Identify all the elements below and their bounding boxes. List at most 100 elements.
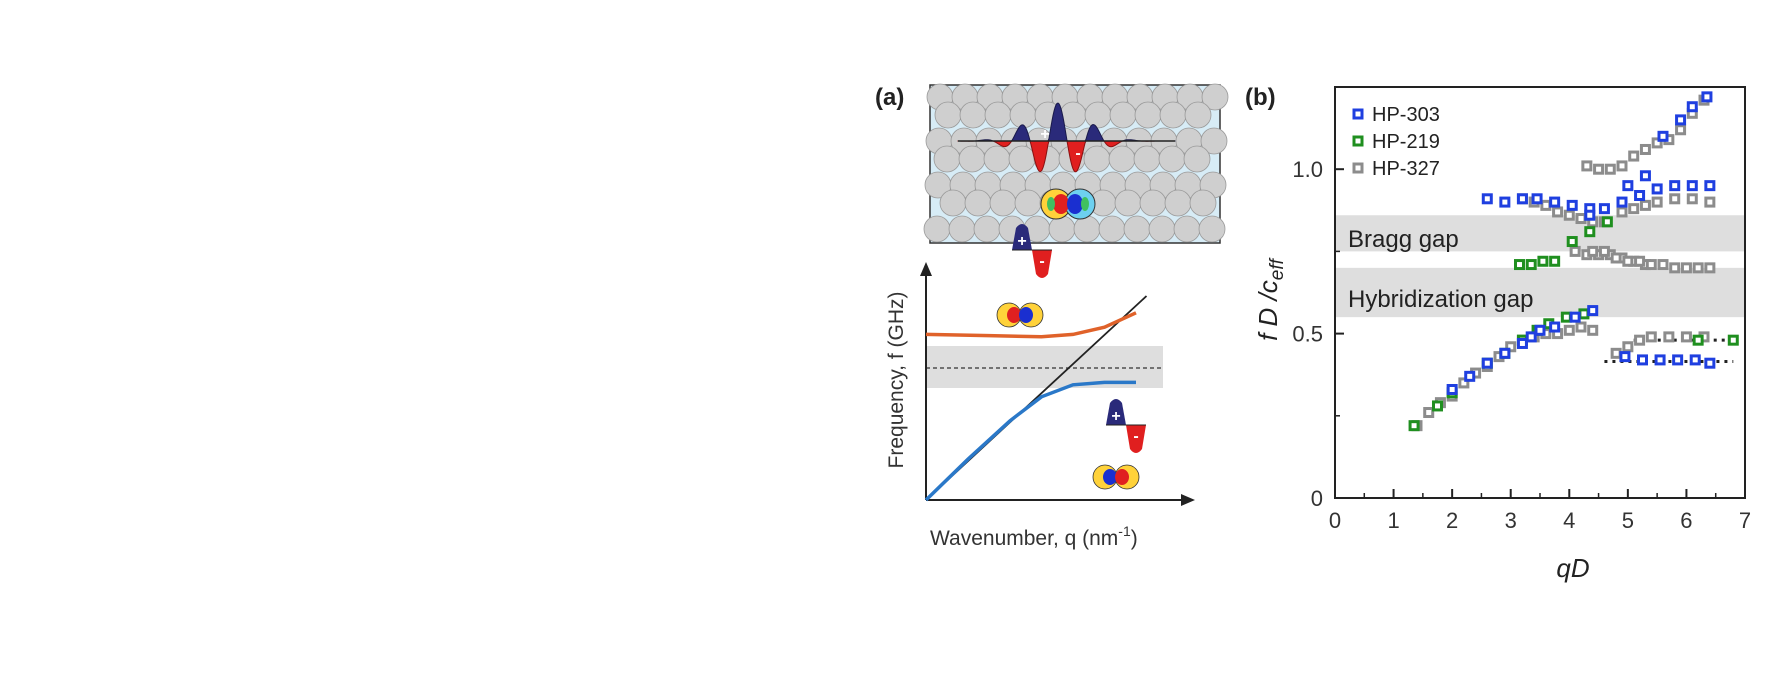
schematic-lower-branch	[924, 380, 1136, 502]
bragg-gap-label: Bragg gap	[1348, 226, 1459, 253]
point-inner	[1631, 206, 1637, 212]
point-inner	[1631, 258, 1637, 264]
schematic-y-label: Frequency, f (GHz)	[885, 292, 908, 469]
point-inner	[1701, 334, 1707, 340]
point-inner	[1666, 137, 1672, 143]
point-inner	[1563, 314, 1569, 320]
point-inner	[1613, 255, 1619, 261]
point-inner	[1648, 334, 1654, 340]
lower-mode-minus: -	[1133, 428, 1138, 445]
point-inner	[1584, 163, 1590, 169]
point-inner	[1625, 183, 1631, 189]
upper-mode-minus: -	[1039, 253, 1044, 270]
x-tick-label: 5	[1622, 508, 1634, 533]
point-inner	[1540, 258, 1546, 264]
point-inner	[1625, 258, 1631, 264]
point-inner	[1619, 209, 1625, 215]
wave-minus-sign: -	[1075, 145, 1080, 162]
point-inner	[1543, 202, 1549, 208]
point-inner	[1672, 265, 1678, 271]
point-inner	[1631, 153, 1637, 159]
point-inner	[1619, 163, 1625, 169]
legend-marker-inner	[1355, 111, 1361, 117]
point-inner	[1654, 140, 1660, 146]
y-tick-label: 0	[1311, 486, 1323, 511]
point-inner	[1666, 334, 1672, 340]
lower-mode-icon: + -	[1092, 399, 1146, 490]
particle-cloud	[923, 83, 1229, 243]
point-inner	[1657, 357, 1663, 363]
point-inner	[1528, 334, 1534, 340]
point-inner	[1584, 252, 1590, 258]
point-inner	[1707, 183, 1713, 189]
point-inner	[1467, 373, 1473, 379]
panel-a-label: (a)	[875, 84, 904, 111]
point-inner	[1637, 193, 1643, 199]
schematic-x-label: Wavenumber, q (nm-1)	[930, 523, 1138, 550]
upper-mode-icon: + -	[996, 224, 1052, 328]
point-inner	[1502, 199, 1508, 205]
point-inner	[1552, 258, 1558, 264]
point-inner	[1695, 265, 1701, 271]
point-inner	[1601, 248, 1607, 254]
point-inner	[1704, 94, 1710, 100]
point-inner	[1692, 357, 1698, 363]
point-inner	[1648, 262, 1654, 268]
point-inner	[1435, 403, 1440, 409]
point-inner	[1642, 262, 1648, 268]
point-inner	[1473, 370, 1479, 376]
x-tick-label: 3	[1505, 508, 1517, 533]
point-inner	[1569, 239, 1575, 245]
y-tick-label: 1.0	[1292, 157, 1323, 182]
point-inner	[1607, 166, 1613, 172]
data-points	[1408, 91, 1739, 432]
point-inner	[1619, 199, 1625, 205]
point-inner	[1508, 344, 1514, 350]
point-inner	[1528, 262, 1534, 268]
point-inner	[1552, 324, 1558, 330]
point-inner	[1546, 321, 1552, 327]
point-inner	[1695, 337, 1701, 343]
dipole-particle-icon	[1040, 188, 1096, 220]
point-inner	[1590, 327, 1596, 333]
point-inner	[1517, 262, 1522, 268]
point-inner	[1689, 104, 1695, 110]
point-inner	[1578, 216, 1584, 222]
point-inner	[1637, 337, 1643, 343]
point-inner	[1672, 196, 1678, 202]
legend-marker-inner	[1355, 138, 1361, 144]
legend-label-hp-327: HP-327	[1372, 158, 1440, 180]
point-inner	[1572, 248, 1578, 254]
point-inner	[1689, 183, 1695, 189]
point-inner	[1678, 117, 1684, 123]
point-inner	[1590, 219, 1596, 225]
point-inner	[1496, 354, 1502, 360]
point-inner	[1689, 196, 1695, 202]
point-inner	[1578, 324, 1584, 330]
lower-mode-plus: +	[1111, 408, 1120, 425]
point-inner	[1607, 252, 1613, 258]
x-tick-label: 2	[1446, 508, 1458, 533]
point-inner	[1543, 331, 1549, 337]
point-inner	[1707, 265, 1713, 271]
point-inner	[1555, 209, 1561, 215]
point-inner	[1678, 127, 1684, 133]
x-tick-label: 4	[1563, 508, 1575, 533]
schematic-upper-branch	[925, 311, 1137, 339]
point-inner	[1654, 199, 1660, 205]
wave-plus-sign: +	[1040, 126, 1049, 143]
point-inner	[1642, 146, 1648, 152]
point-inner	[1566, 212, 1572, 218]
point-inner	[1581, 311, 1587, 317]
point-inner	[1537, 327, 1543, 333]
point-inner	[1601, 206, 1607, 212]
point-inner	[1502, 350, 1508, 356]
point-inner	[1640, 357, 1645, 363]
point-inner	[1519, 196, 1525, 202]
panel-b-label: (b)	[1245, 84, 1276, 111]
point-inner	[1613, 350, 1619, 356]
point-inner	[1566, 327, 1572, 333]
point-inner	[1683, 334, 1689, 340]
